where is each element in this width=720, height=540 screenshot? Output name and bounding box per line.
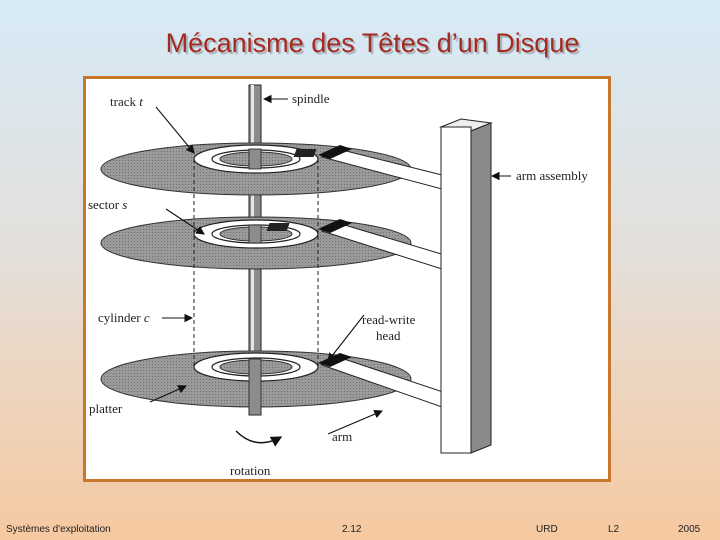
read-write-head-2 <box>318 219 352 233</box>
slide-title: Mécanisme des Têtes d’un Disque <box>165 28 580 58</box>
platter-label: platter <box>89 401 123 416</box>
rotation-label: rotation <box>230 463 271 478</box>
footer-course: Systèmes d'exploitation <box>6 524 111 535</box>
read-write-label-line1: read-write <box>362 312 416 327</box>
rotation-arrow <box>235 430 283 447</box>
read-write-label-line2: head <box>376 328 401 343</box>
disk-diagram: track t spindle arm assembly sector s cy… <box>88 84 588 478</box>
sector-pointer <box>165 208 205 235</box>
arm-pointer <box>327 409 384 435</box>
footer-level: L2 <box>608 524 620 535</box>
disk-mechanism-figure: track t spindle arm assembly sector s cy… <box>83 76 611 482</box>
footer-page-number: 2.12 <box>342 524 362 535</box>
arm-label: arm <box>332 429 352 444</box>
arm-assembly-label: arm assembly <box>516 168 588 183</box>
track-label: track t <box>110 94 143 109</box>
arm-assembly-column <box>439 118 493 454</box>
spindle-label: spindle <box>292 91 330 106</box>
footer-university: URD <box>536 524 558 535</box>
footer-year: 2005 <box>678 524 701 535</box>
read-write-pointer <box>327 314 365 362</box>
read-write-head-1 <box>318 145 352 159</box>
cylinder-label: cylinder c <box>98 310 150 325</box>
sector-label: sector s <box>88 197 127 212</box>
track-pointer <box>155 106 195 154</box>
platter-pointer <box>149 385 188 403</box>
